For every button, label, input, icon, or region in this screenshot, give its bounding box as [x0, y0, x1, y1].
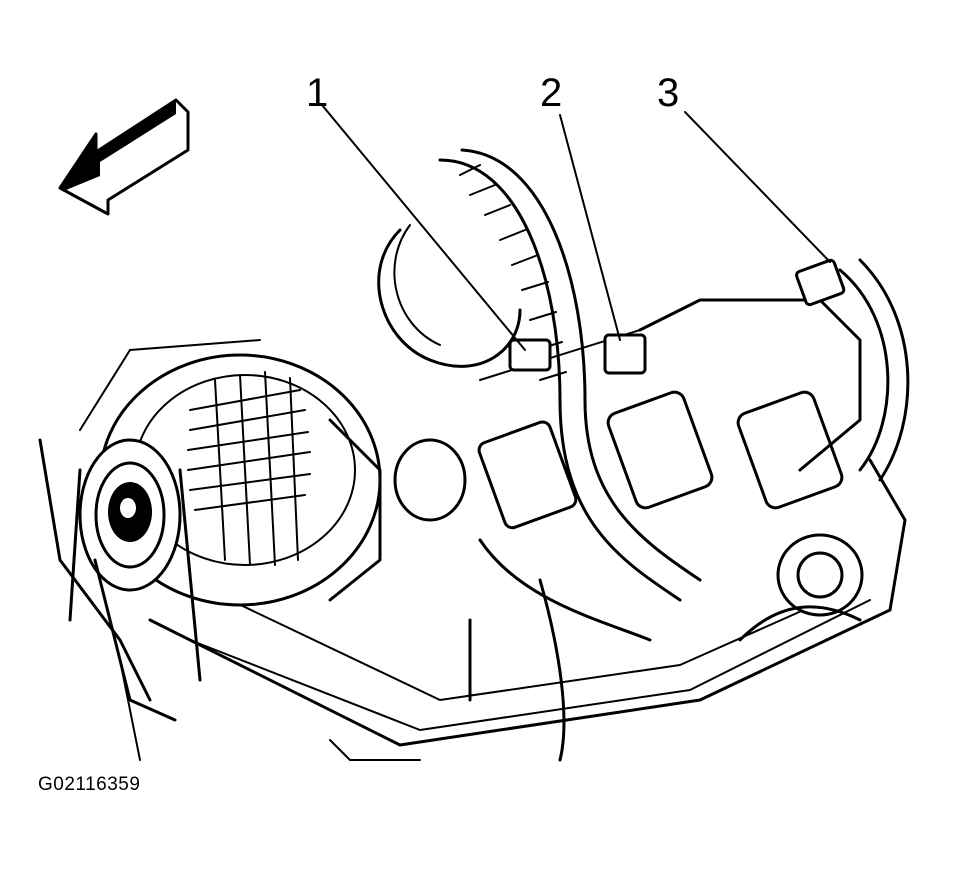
callout-3: 3	[657, 71, 679, 115]
callout-1: 1	[306, 71, 328, 115]
callout-2: 2	[540, 71, 562, 115]
lower-cables	[468, 538, 862, 762]
callout-leaders	[321, 104, 831, 351]
wiring-harness	[377, 148, 910, 602]
callout-leader-3	[684, 111, 831, 263]
pulley	[68, 438, 202, 722]
sensor-connectors	[393, 258, 864, 617]
callout-leader-2	[559, 114, 621, 341]
callout-leader-1	[321, 104, 526, 351]
direction-arrow-icon	[58, 98, 190, 216]
figure-id: G02116359	[38, 774, 141, 795]
ignition-coils	[477, 298, 862, 530]
